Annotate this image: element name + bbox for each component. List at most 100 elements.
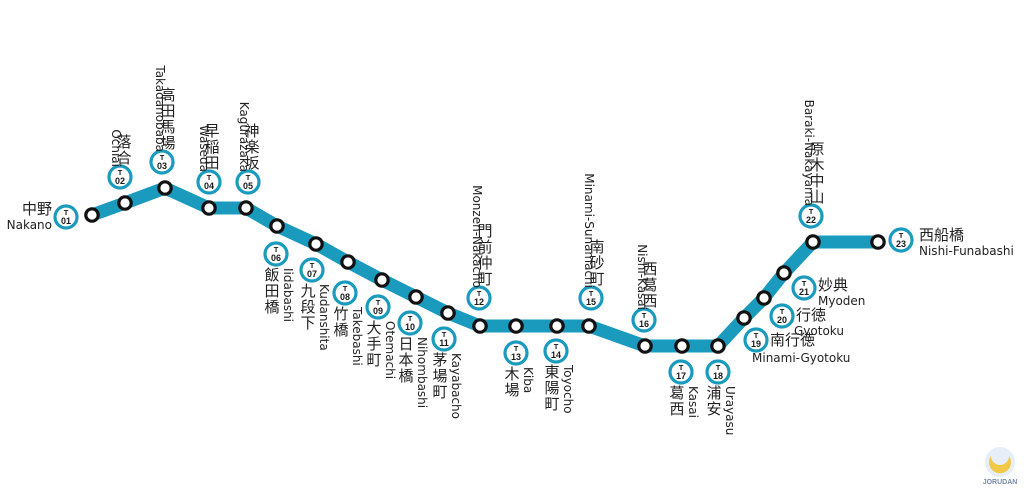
badge-prefix: T xyxy=(64,208,69,217)
watermark-text: JORUDAN xyxy=(983,479,1018,486)
station-dot xyxy=(201,200,217,216)
badge-code: 10 xyxy=(405,322,415,332)
badge-code: 05 xyxy=(243,181,253,191)
badge-prefix: T xyxy=(160,153,165,162)
station-dot xyxy=(374,272,390,288)
station-name-jp: 日本橋 xyxy=(398,335,413,385)
station-name-en: Kudanshita xyxy=(317,284,331,351)
badge-prefix: T xyxy=(246,173,251,182)
station-name-en: Urayasu xyxy=(723,386,737,435)
badge-prefix: T xyxy=(679,363,684,372)
badge-prefix: T xyxy=(716,363,721,372)
badge-code: 23 xyxy=(896,239,906,249)
station-number-badge: T20 xyxy=(769,303,795,329)
badge-prefix: T xyxy=(477,289,482,298)
station-dot xyxy=(756,290,772,306)
station-dot xyxy=(674,338,690,354)
station-name-en: Nihombashi xyxy=(415,337,429,408)
station-name-jp: 妙典 xyxy=(818,276,848,294)
station-dot xyxy=(340,254,356,270)
badge-code: 17 xyxy=(676,371,686,381)
badge-prefix: T xyxy=(442,330,447,339)
station-name-en: Otemachi xyxy=(383,321,397,379)
badge-code: 01 xyxy=(61,216,71,226)
station-number-badge: T11 xyxy=(431,326,457,352)
station-name-jp: 東陽町 xyxy=(544,363,559,413)
station-number-badge: T23 xyxy=(888,227,914,253)
station-name-jp: 大手町 xyxy=(366,319,381,369)
station-name-en: Monzen-Nakacho xyxy=(470,185,484,288)
station-dot xyxy=(508,318,524,334)
badge-code: 20 xyxy=(777,315,787,325)
station-number-badge: T12 xyxy=(466,285,492,311)
station-name-en: Baraki-Nakayama xyxy=(802,100,816,206)
badge-code: 09 xyxy=(373,306,383,316)
station-name-jp: 木場 xyxy=(504,365,519,399)
watermark-logo: JORUDAN xyxy=(983,447,1018,486)
badge-prefix: T xyxy=(207,173,212,182)
badge-code: 06 xyxy=(271,253,281,263)
station-number-badge: T13 xyxy=(503,340,529,366)
badge-prefix: T xyxy=(343,284,348,293)
station-name-en: Nishi-Funabashi xyxy=(919,244,1014,258)
badge-prefix: T xyxy=(802,279,807,288)
station-name-en: Minami-Sunamachi xyxy=(582,173,596,288)
station-name-en: Waseda xyxy=(197,125,211,172)
badge-prefix: T xyxy=(514,344,519,353)
station-name-jp: 浦安 xyxy=(706,384,721,418)
station-name-jp: 原木中山 xyxy=(809,140,824,206)
badge-code: 07 xyxy=(307,269,317,279)
station-number-badge: T19 xyxy=(743,327,769,353)
station-dot xyxy=(408,289,424,305)
station-name-en: Ochiai xyxy=(109,129,123,167)
station-name-jp: 南行徳 xyxy=(770,331,815,349)
badge-prefix: T xyxy=(118,168,123,177)
station-name-en: Myoden xyxy=(818,294,865,308)
station-number-badge: T05 xyxy=(235,169,261,195)
station-name-jp: 南砂町 xyxy=(589,238,604,288)
station-dot xyxy=(117,195,133,211)
badge-prefix: T xyxy=(274,245,279,254)
station-name-jp: 竹橋 xyxy=(333,305,348,339)
station-name-en: Iidabashi xyxy=(281,268,295,322)
station-dot xyxy=(581,318,597,334)
badge-code: 18 xyxy=(713,371,723,381)
station-number-badge: T15 xyxy=(578,285,604,311)
badge-code: 08 xyxy=(340,292,350,302)
station-dot xyxy=(710,338,726,354)
badge-code: 04 xyxy=(204,181,214,191)
station-name-jp: 早稲田 xyxy=(204,122,219,172)
station-name-jp: 茅場町 xyxy=(432,351,447,401)
station-dot xyxy=(549,318,565,334)
badge-prefix: T xyxy=(754,331,759,340)
station-name-en: Kayabacho xyxy=(449,353,463,419)
station-number-badge: T22 xyxy=(798,203,824,229)
badge-prefix: T xyxy=(899,231,904,240)
station-name-jp: 中野 xyxy=(22,200,52,218)
